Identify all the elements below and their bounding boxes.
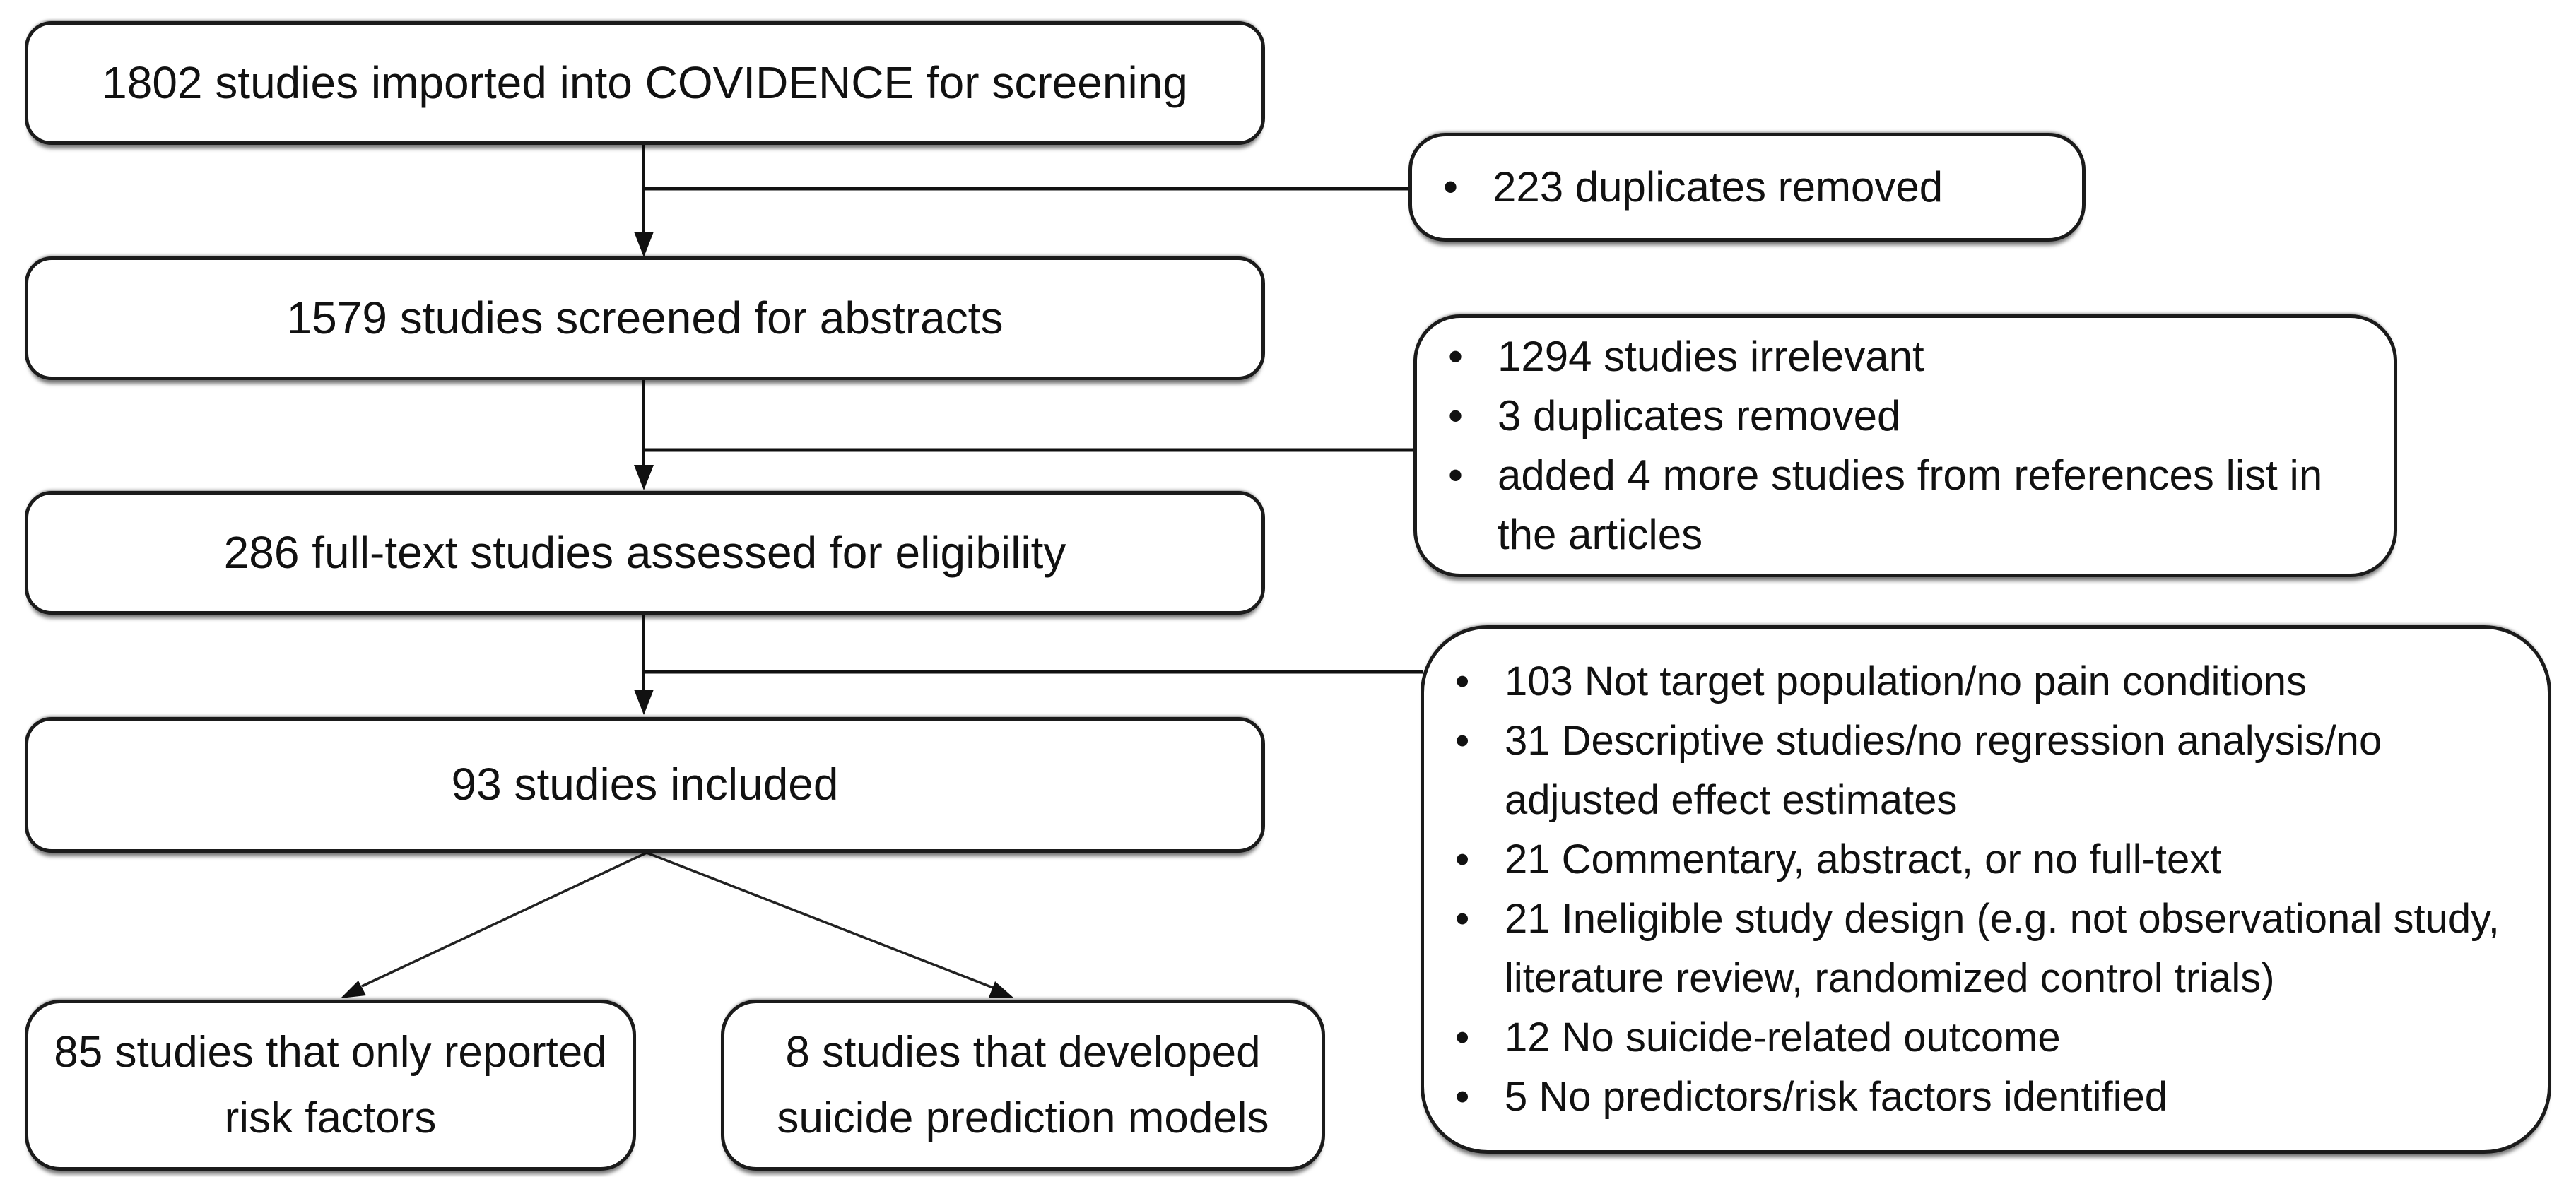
- list-item-text: 223 duplicates removed: [1493, 163, 1943, 211]
- exclusion-item-text: 5 No predictors/risk factors identified: [1505, 1074, 2168, 1120]
- bullet-icon: •: [1443, 163, 1459, 211]
- exclusion-item: • 21 Ineligible study design (e.g. not o…: [1445, 889, 2527, 1008]
- arrowhead-fulltext-to-included-icon: [634, 690, 654, 715]
- exclusion-item: • 31 Descriptive studies/no regression a…: [1445, 711, 2527, 830]
- flow-box-included-label: 93 studies included: [451, 759, 839, 810]
- arrow-included-to-risk-factors: [361, 851, 647, 988]
- flow-box-risk-factors-label: 85 studies that only reported risk facto…: [54, 1028, 607, 1142]
- list-item-text: added 4 more studies from references lis…: [1498, 451, 2323, 558]
- list-item: • added 4 more studies from references l…: [1438, 446, 2372, 564]
- bullet-icon: •: [1455, 896, 1470, 942]
- side-box-abstract-screening-notes: • 1294 studies irrelevant • 3 duplicates…: [1413, 314, 2397, 577]
- exclusion-item-text: 12 No suicide-related outcome: [1505, 1015, 2061, 1061]
- flow-box-fulltext-label: 286 full-text studies assessed for eligi…: [223, 526, 1066, 578]
- flow-box-screened-label: 1579 studies screened for abstracts: [286, 292, 1004, 343]
- flow-box-fulltext: 286 full-text studies assessed for eligi…: [25, 491, 1265, 615]
- bullet-icon: •: [1448, 451, 1464, 499]
- exclusion-item: • 5 No predictors/risk factors identifie…: [1445, 1067, 2527, 1127]
- arrowhead-included-to-prediction-models-icon: [989, 981, 1014, 998]
- flow-box-screened: 1579 studies screened for abstracts: [25, 256, 1265, 380]
- flow-box-prediction-models-label: 8 studies that developed suicide predict…: [777, 1028, 1269, 1142]
- side-box-fulltext-exclusions: • 103 Not target population/no pain cond…: [1421, 625, 2551, 1154]
- arrowhead-included-to-risk-factors-icon: [341, 981, 366, 998]
- bullet-icon: •: [1455, 658, 1470, 704]
- arrowhead-screened-to-fulltext-icon: [634, 465, 654, 490]
- bullet-icon: •: [1448, 392, 1464, 439]
- bullet-icon: •: [1455, 836, 1470, 882]
- side-box-duplicates-removed: • 223 duplicates removed: [1408, 133, 2086, 242]
- arrowhead-imported-to-screened-icon: [634, 232, 654, 257]
- list-item: • 1294 studies irrelevant: [1438, 327, 2372, 386]
- bullet-icon: •: [1448, 333, 1464, 380]
- arrow-included-to-prediction-models: [646, 851, 994, 989]
- flow-box-imported: 1802 studies imported into COVIDENCE for…: [25, 21, 1265, 145]
- list-item: • 3 duplicates removed: [1438, 386, 2372, 446]
- bullet-icon: •: [1455, 1015, 1470, 1061]
- exclusion-item-text: 103 Not target population/no pain condit…: [1505, 658, 2307, 704]
- exclusion-item: • 21 Commentary, abstract, or no full-te…: [1445, 830, 2527, 889]
- flow-box-included: 93 studies included: [25, 717, 1265, 853]
- flow-box-imported-label: 1802 studies imported into COVIDENCE for…: [102, 57, 1188, 108]
- exclusion-item: • 103 Not target population/no pain cond…: [1445, 652, 2527, 711]
- bullet-icon: •: [1455, 717, 1470, 764]
- list-item: • 223 duplicates removed: [1433, 158, 2061, 217]
- exclusion-item: • 12 No suicide-related outcome: [1445, 1008, 2527, 1067]
- list-item-text: 3 duplicates removed: [1498, 392, 1901, 439]
- flow-box-risk-factors: 85 studies that only reported risk facto…: [25, 1000, 636, 1171]
- exclusion-item-text: 21 Ineligible study design (e.g. not obs…: [1505, 896, 2500, 1002]
- bullet-icon: •: [1455, 1074, 1470, 1120]
- flow-box-prediction-models: 8 studies that developed suicide predict…: [721, 1000, 1325, 1171]
- exclusion-item-text: 31 Descriptive studies/no regression ana…: [1505, 717, 2382, 823]
- exclusion-item-text: 21 Commentary, abstract, or no full-text: [1505, 836, 2222, 882]
- list-item-text: 1294 studies irrelevant: [1498, 333, 1924, 380]
